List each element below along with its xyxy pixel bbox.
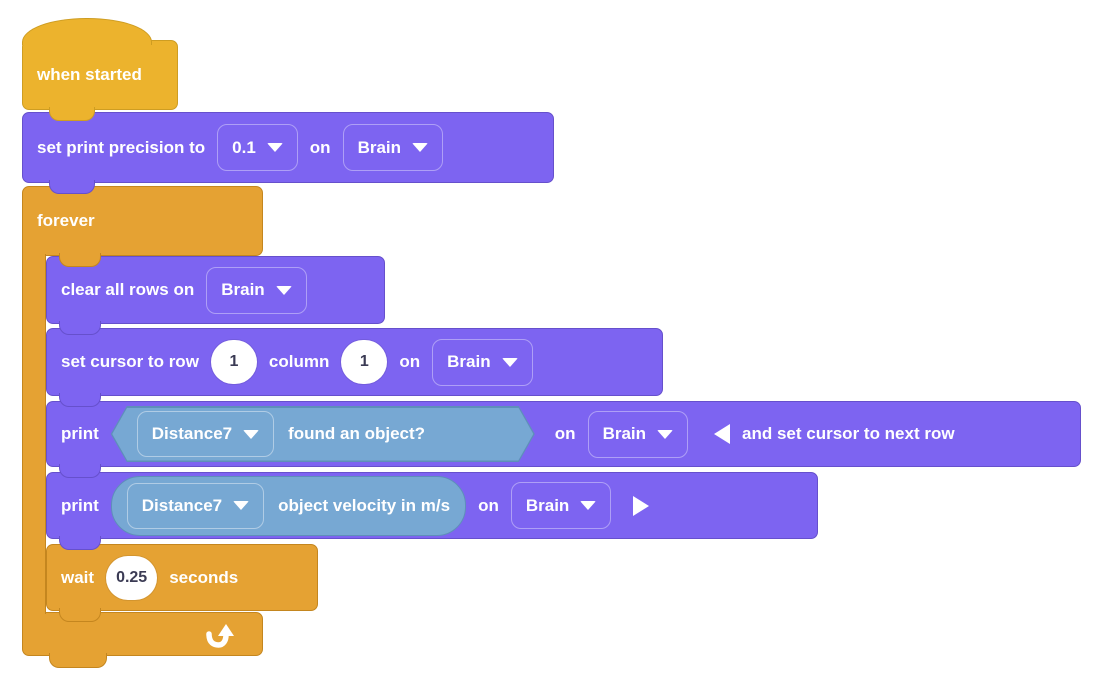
device-value: Brain [357, 137, 402, 157]
column-input[interactable]: 1 [341, 340, 388, 384]
found-an-object-label: found an object? [288, 424, 426, 443]
connector-bump [59, 393, 101, 407]
sensor-value: Distance7 [141, 495, 223, 515]
set-cursor-next-row-label: and set cursor to next row [742, 424, 955, 443]
forever-block-arm[interactable] [22, 254, 46, 614]
wait-seconds-input[interactable]: 0.25 [106, 555, 158, 600]
dropdown-arrow-icon [412, 143, 429, 152]
on-label: on [554, 424, 576, 443]
expand-right-icon[interactable] [633, 495, 650, 516]
forever-block-header[interactable]: forever [22, 186, 263, 267]
collapse-left-icon[interactable] [714, 424, 731, 444]
connector-bump [49, 107, 95, 121]
precision-dropdown[interactable]: 0.1 [217, 124, 298, 171]
dropdown-arrow-icon [243, 429, 260, 439]
set-cursor-label: set cursor to row [61, 352, 199, 371]
connector-bump [59, 608, 101, 622]
object-velocity-label: object velocity in m/s [278, 495, 451, 515]
distance-sensor-dropdown[interactable]: Distance7 [126, 482, 265, 529]
connector-bump [59, 464, 101, 478]
column-label: column [268, 352, 330, 371]
distance-object-velocity-reporter[interactable]: Distance7 object velocity in m/s [110, 475, 467, 536]
when-started-hat-block[interactable]: when started [22, 18, 178, 121]
loop-arrow-icon [206, 624, 234, 648]
on-label: on [309, 137, 331, 157]
print-label: print [61, 424, 99, 443]
device-value: Brain [602, 424, 647, 443]
dropdown-arrow-icon [266, 143, 283, 152]
print-block-boolean[interactable]: print Distance7 found an object? on Brai… [46, 401, 1081, 478]
dropdown-arrow-icon [275, 285, 292, 295]
on-label: on [399, 352, 421, 371]
device-value: Brain [525, 495, 570, 515]
device-dropdown[interactable]: Brain [342, 124, 444, 171]
dropdown-arrow-icon [233, 501, 250, 510]
connector-bump [59, 536, 101, 550]
clear-all-rows-block[interactable]: clear all rows on Brain [46, 256, 385, 335]
distance-found-object-boolean[interactable]: Distance7 found an object? [111, 406, 535, 462]
forever-label: forever [37, 211, 95, 230]
connector-bump [59, 253, 101, 267]
device-dropdown[interactable]: Brain [432, 338, 533, 386]
device-dropdown[interactable]: Brain [206, 266, 307, 314]
print-label: print [61, 495, 99, 515]
dropdown-arrow-icon [501, 357, 518, 367]
device-dropdown[interactable]: Brain [587, 410, 689, 458]
row-input[interactable]: 1 [210, 340, 257, 384]
set-print-precision-block[interactable]: set print precision to 0.1 on Brain [22, 112, 554, 194]
device-dropdown[interactable]: Brain [510, 482, 612, 529]
distance-sensor-dropdown[interactable]: Distance7 [136, 411, 275, 457]
forever-block-footer[interactable] [22, 612, 263, 668]
print-block-reporter[interactable]: print Distance7 object velocity in m/s o… [46, 472, 818, 550]
wait-block[interactable]: wait 0.25 seconds [46, 544, 318, 622]
seconds-label: seconds [169, 567, 239, 587]
sensor-value: Distance7 [151, 424, 233, 443]
boolean-hexagon-fill [112, 408, 533, 461]
device-value: Brain [221, 280, 265, 299]
connector-bump [59, 321, 101, 335]
set-cursor-block[interactable]: set cursor to row 1 column 1 on Brain [46, 328, 663, 407]
dropdown-arrow-icon [657, 429, 674, 439]
on-label: on [478, 495, 499, 515]
when-started-label: when started [37, 65, 142, 84]
device-value: Brain [447, 352, 491, 371]
precision-value: 0.1 [232, 137, 256, 157]
set-print-precision-label: set print precision to [37, 137, 206, 157]
connector-bump [49, 180, 95, 194]
connector-bump [49, 653, 107, 668]
clear-all-rows-label: clear all rows on [61, 280, 195, 299]
dropdown-arrow-icon [580, 501, 597, 510]
wait-label: wait [61, 567, 95, 587]
